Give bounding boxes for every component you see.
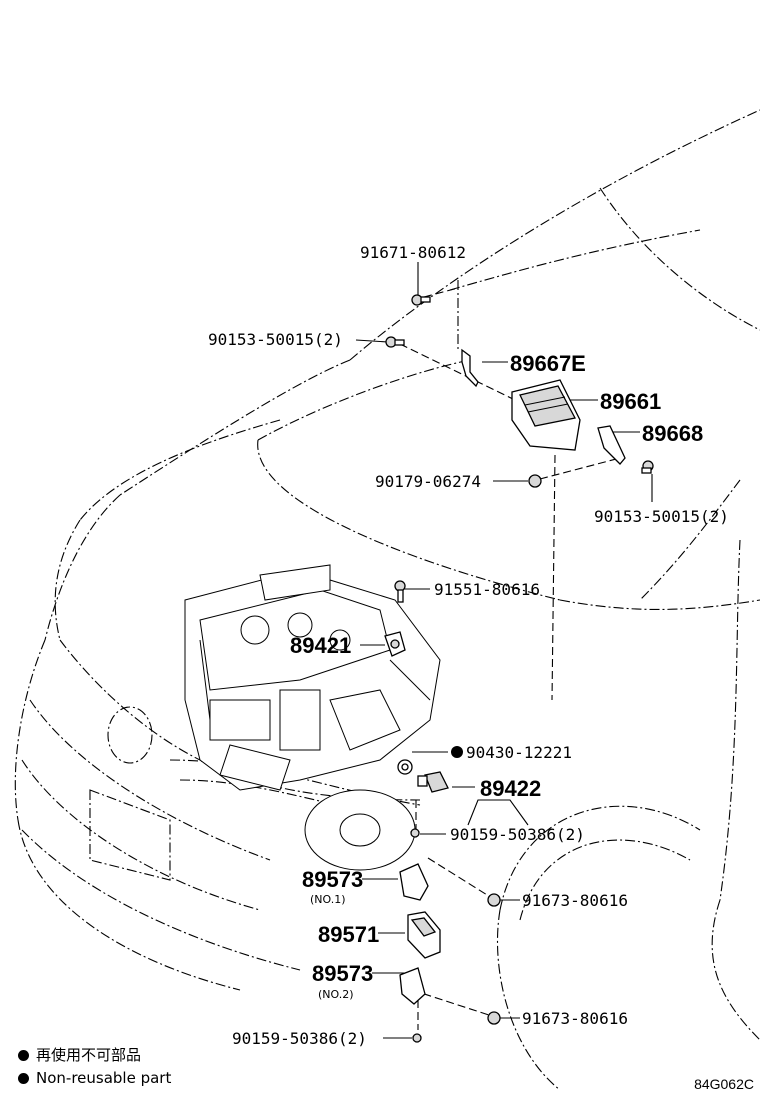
- label-91551-80616: 91551-80616: [434, 580, 540, 599]
- bolt-91673-80616-b: [487, 1011, 501, 1025]
- legend-row-jp: 再使用不可部品: [18, 1044, 171, 1067]
- nut-90179-06274: [528, 474, 542, 488]
- legend-text-en: Non-reusable part: [36, 1069, 172, 1087]
- label-89571: 89571: [318, 922, 379, 947]
- label-89668: 89668: [642, 421, 703, 446]
- legend-dot-icon: [18, 1073, 29, 1084]
- label-90153-50015-a: 90153-50015(2): [208, 330, 343, 349]
- label-89573-no1: 89573: [302, 867, 363, 892]
- label-90179-06274: 90179-06274: [375, 472, 481, 491]
- label-90159-50386-b: 90159-50386(2): [232, 1029, 367, 1048]
- legend-text-jp: 再使用不可部品: [36, 1046, 142, 1064]
- leader-lines: [355, 262, 653, 1039]
- label-89661: 89661: [600, 389, 661, 414]
- bolt-90159-50386-b: [412, 1033, 422, 1043]
- bolt-90153-50015-b: [641, 460, 654, 474]
- label-89573-no2: 89573: [312, 961, 373, 986]
- bolt-91551-80616: [394, 580, 406, 603]
- bolt-91671-80612: [411, 294, 431, 306]
- legend-dot-icon: [18, 1050, 29, 1061]
- label-91671-80612: 91671-80612: [360, 243, 466, 262]
- label-89667E: 89667E: [510, 351, 586, 376]
- label-no1: (NO.1): [310, 893, 346, 906]
- figure-code: 84G062C: [694, 1076, 754, 1092]
- sensor-89571: [407, 911, 441, 959]
- bolt-91673-80616-a: [487, 893, 501, 907]
- non-reusable-mark: [451, 746, 463, 758]
- label-89422: 89422: [480, 776, 541, 801]
- engine-assembly: [184, 564, 441, 871]
- bracket-89667E: [461, 348, 479, 388]
- label-91673-80616-b: 91673-80616: [522, 1009, 628, 1028]
- label-90159-50386-a: 90159-50386(2): [450, 825, 585, 844]
- bracket-89668: [597, 425, 626, 465]
- label-91673-80616-a: 91673-80616: [522, 891, 628, 910]
- bracket-89573-no1: [399, 863, 429, 901]
- label-90153-50015-b: 90153-50015(2): [594, 507, 729, 526]
- sensor-89421: [384, 631, 406, 657]
- sensor-89422: [417, 771, 449, 793]
- bolt-90153-50015-a: [385, 336, 405, 348]
- label-89421: 89421: [290, 633, 351, 658]
- legend: 再使用不可部品 Non-reusable part: [18, 1044, 171, 1090]
- legend-row-en: Non-reusable part: [18, 1067, 171, 1090]
- bolt-90159-50386-a: [410, 828, 420, 838]
- label-no2: (NO.2): [318, 988, 354, 1001]
- label-90430-12221: 90430-12221: [466, 743, 572, 762]
- gasket-90430-12221: [397, 759, 413, 775]
- ecu-89661: [511, 379, 581, 451]
- bracket-89573-no2: [399, 967, 426, 1005]
